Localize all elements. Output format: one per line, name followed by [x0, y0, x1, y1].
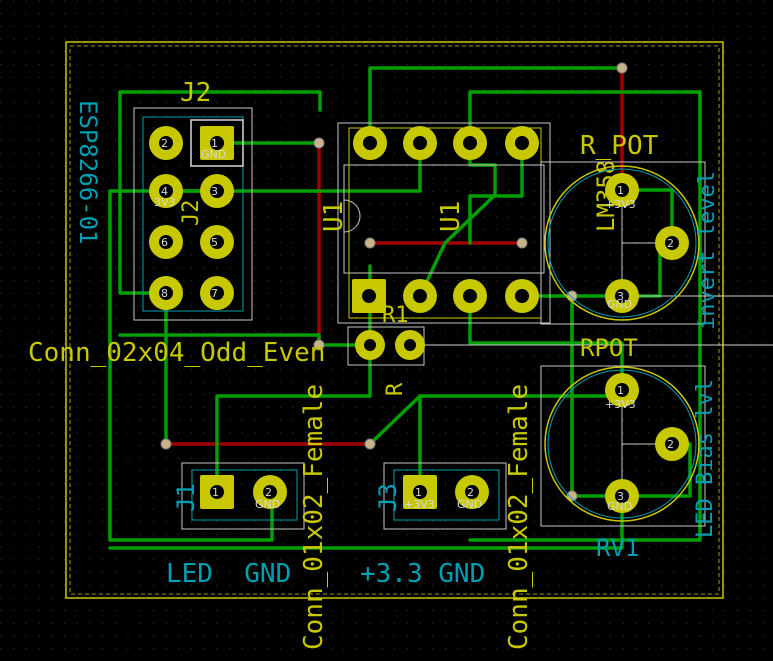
j1-reference: J1 [172, 483, 200, 512]
j1-value: Conn_01x02_Female [299, 384, 329, 650]
u1-reference: U1 [319, 201, 349, 232]
r-pot-value: invert level [695, 171, 720, 330]
j2-pad5-label: 5 [211, 236, 218, 249]
esp8266-label: ESP8266-01 [74, 100, 102, 245]
j2-pad8-label: 8 [161, 287, 168, 300]
j3-caption: +3.3 GND [360, 559, 485, 589]
j1-footprint[interactable]: 1 2 GND J1 LED GND Conn_01x02_Female [166, 384, 329, 650]
rv1-pad3-label: 3 [617, 490, 624, 503]
ratsnest-lines [410, 295, 773, 346]
j2-pad6-label: 6 [161, 236, 168, 249]
r-pot-pad1-net: +3V3 [605, 198, 636, 211]
rv1-pad2-label: 2 [667, 438, 674, 451]
j3-reference: J3 [374, 483, 402, 512]
j3-pad1-net: +3V3 [404, 498, 435, 511]
rv1-fab-reference: RPOT [580, 334, 638, 362]
j1-caption: LED GND [166, 559, 291, 589]
j2-pad1-label: 1 [211, 137, 218, 150]
r-pot-pad3-label: 3 [617, 290, 624, 303]
j3-pad1-label: 1 [415, 486, 422, 499]
j2-value: Conn_02x04_Odd_Even [28, 338, 325, 368]
j2-pad3-label: 3 [211, 185, 218, 198]
j2-pad1-net: GND [201, 148, 226, 161]
vias [160, 62, 628, 502]
r-footprint[interactable]: R1 R [347, 303, 425, 396]
board-edge-cuts [65, 41, 724, 599]
j2-pad7-label: 7 [211, 287, 218, 300]
r-pot-reference: R_POT [580, 131, 659, 161]
r-reference: R [383, 382, 408, 396]
j3-pad2-label: 2 [467, 486, 474, 499]
j2-pad2-label: 2 [161, 137, 168, 150]
rv1-value: LED Bias lvl [693, 379, 718, 538]
rv1-footprint[interactable]: 1 +3V3 2 3 GND RPOT RV1 LED Bias lvl [540, 334, 718, 562]
j1-pad2-label: 2 [265, 486, 272, 499]
j2-reference: J2 [180, 78, 211, 108]
j3-value: Conn_01x02_Female [504, 384, 534, 650]
rv1-pad3-net: GND [607, 500, 632, 513]
r-pot-pad3-net: GND [607, 298, 632, 311]
u1-pads [352, 126, 539, 313]
r-pot-pad1-label: 1 [617, 184, 624, 197]
r-pot-footprint[interactable]: 1 +3V3 2 3 GND R_POT invert level [540, 131, 720, 330]
j2-pads [149, 126, 234, 310]
j2-fab-reference: J2 [179, 200, 204, 227]
r-pot-pad2-label: 2 [667, 237, 674, 250]
j1-pad1-label: 1 [212, 486, 219, 499]
front-copper-traces [108, 66, 702, 550]
rv1-pad1-label: 1 [617, 384, 624, 397]
rv1-reference: RV1 [596, 534, 639, 562]
j2-footprint[interactable]: 1 GND 2 3 4 3V3 5 6 7 8 J2 J2 Conn_02x04… [28, 78, 325, 368]
j3-pad2-net: GND [457, 498, 482, 511]
j2-pad3-net: 3V3 [154, 196, 176, 209]
j1-pad2-net: GND [255, 498, 280, 511]
j2-pad4-label: 4 [161, 185, 168, 198]
j3-footprint[interactable]: 1 +3V3 2 GND J3 +3.3 GND Conn_01x02_Fema… [360, 384, 534, 650]
r-fab-reference: R1 [382, 303, 409, 328]
rv1-pad1-net: +3V3 [605, 398, 636, 411]
u1-fab-reference: U1 [436, 201, 466, 232]
